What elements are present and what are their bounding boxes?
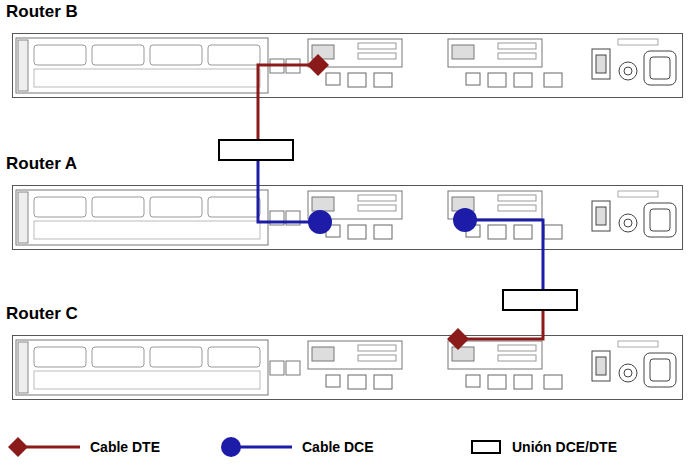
- router: Router B: [12, 33, 683, 98]
- router: Router C: [12, 335, 683, 400]
- legend-label: Cable DCE: [302, 439, 374, 455]
- legend-item: Unión DCE/DTE: [470, 436, 617, 458]
- router-name: Router C: [6, 304, 78, 324]
- router: Router A: [12, 185, 683, 250]
- router-name: Router B: [6, 2, 78, 22]
- router-name: Router A: [6, 154, 77, 174]
- legend-item: Cable DTE: [8, 436, 160, 458]
- legend-sample: [220, 436, 294, 458]
- legend-label: Unión DCE/DTE: [512, 439, 617, 455]
- legend-sample: [470, 436, 504, 458]
- legend-sample: [8, 436, 82, 458]
- legend-label: Cable DTE: [90, 439, 160, 455]
- legend-item: Cable DCE: [220, 436, 374, 458]
